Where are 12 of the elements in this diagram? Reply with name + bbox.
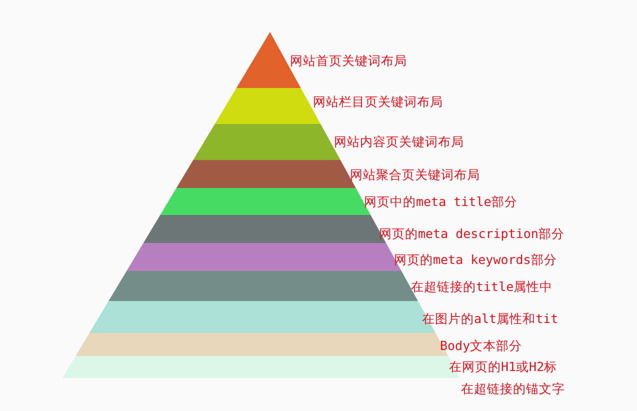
layer-label: 网页的meta description部分 xyxy=(379,226,564,240)
layer-label: 在网页的H1或H2标 xyxy=(449,358,558,374)
layer-label: 网站首页关键词布局 xyxy=(290,52,407,68)
layer-label: 网页的meta keywords部分 xyxy=(394,252,557,266)
layer-label: 在超链接的title属性中 xyxy=(411,278,553,294)
layer-label: 网站内容页关键词布局 xyxy=(334,134,464,148)
layer-label: 网站栏目页关键词布局 xyxy=(313,94,443,108)
layer-label: 在超链接的锚文字 xyxy=(461,380,565,396)
layer-label: 网页中的meta title部分 xyxy=(364,194,518,208)
layer-label: Body文本部分 xyxy=(440,338,522,352)
layer-label: 网站聚合页关键词布局 xyxy=(350,166,480,182)
layer-label: 在图片的alt属性和tit xyxy=(422,310,558,326)
